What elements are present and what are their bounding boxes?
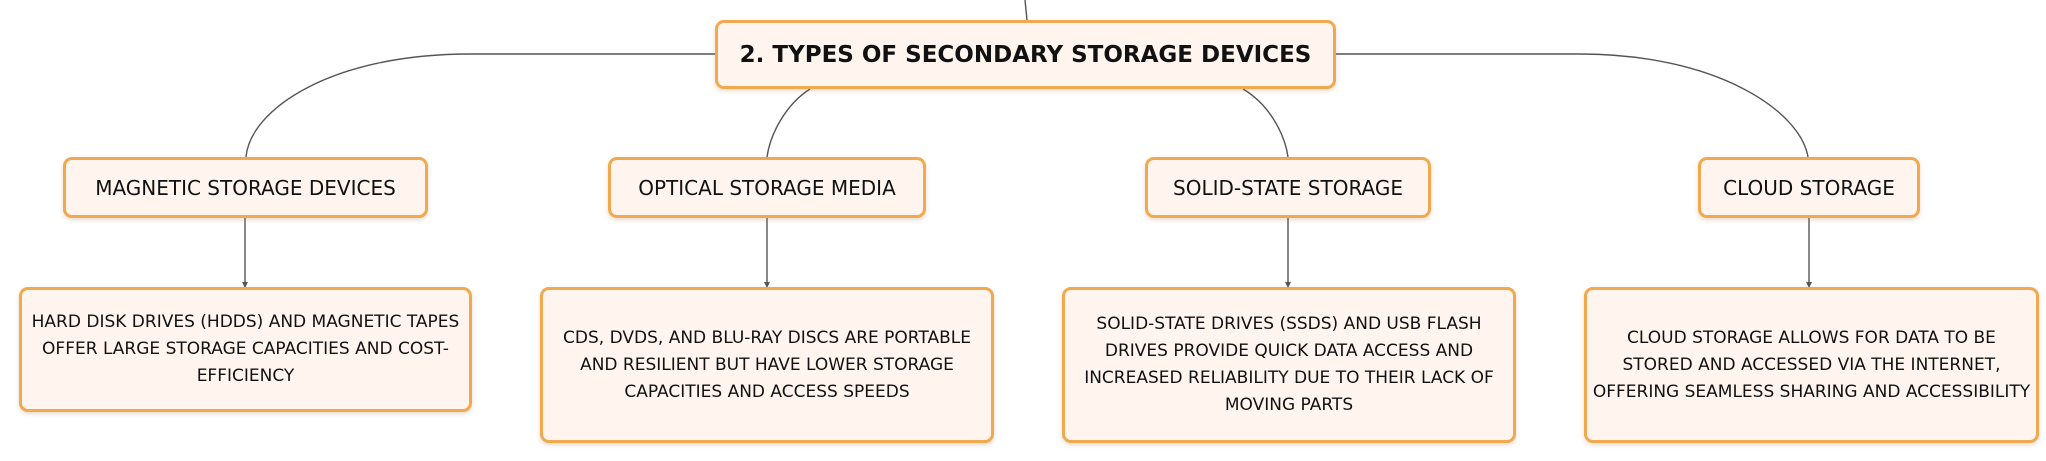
connector-root-to-solid-state — [1242, 88, 1289, 158]
detail-node-magnetic-storage[interactable]: HARD DISK DRIVES (HDDS) AND MAGNETIC TAP… — [19, 287, 472, 412]
detail-node-optical-storage[interactable]: CDS, DVDS, AND BLU-RAY DISCS ARE PORTABL… — [540, 287, 994, 443]
detail-node-text: CLOUD STORAGE ALLOWS FOR DATA TO BE STOR… — [1592, 327, 2031, 402]
branch-node-magnetic-storage[interactable]: MAGNETIC STORAGE DEVICES — [63, 157, 428, 218]
detail-node-solid-state-storage[interactable]: SOLID-STATE DRIVES (SSDS) AND USB FLASH … — [1062, 287, 1516, 443]
connector-root-to-cloud — [1336, 53, 1809, 158]
branch-node-cloud-storage[interactable]: CLOUD STORAGE — [1698, 157, 1920, 218]
detail-node-text: HARD DISK DRIVES (HDDS) AND MAGNETIC TAP… — [31, 312, 460, 386]
root-node[interactable]: 2. TYPES OF SECONDARY STORAGE DEVICES — [715, 20, 1336, 89]
connector-root-to-magnetic — [245, 53, 715, 158]
branch-node-label: SOLID-STATE STORAGE — [1173, 175, 1403, 200]
connector-incoming-root — [1024, 0, 1028, 21]
connector-root-to-optical — [766, 88, 811, 158]
root-node-label: 2. TYPES OF SECONDARY STORAGE DEVICES — [739, 41, 1312, 68]
branch-node-label: OPTICAL STORAGE MEDIA — [638, 175, 896, 200]
branch-node-solid-state-storage[interactable]: SOLID-STATE STORAGE — [1145, 157, 1431, 218]
detail-node-text: CDS, DVDS, AND BLU-RAY DISCS ARE PORTABL… — [563, 327, 971, 402]
branch-node-optical-storage[interactable]: OPTICAL STORAGE MEDIA — [608, 157, 926, 218]
detail-node-cloud-storage[interactable]: CLOUD STORAGE ALLOWS FOR DATA TO BE STOR… — [1584, 287, 2039, 443]
detail-node-text: SOLID-STATE DRIVES (SSDS) AND USB FLASH … — [1084, 314, 1494, 415]
branch-node-label: CLOUD STORAGE — [1723, 175, 1895, 200]
branch-node-label: MAGNETIC STORAGE DEVICES — [95, 175, 396, 200]
